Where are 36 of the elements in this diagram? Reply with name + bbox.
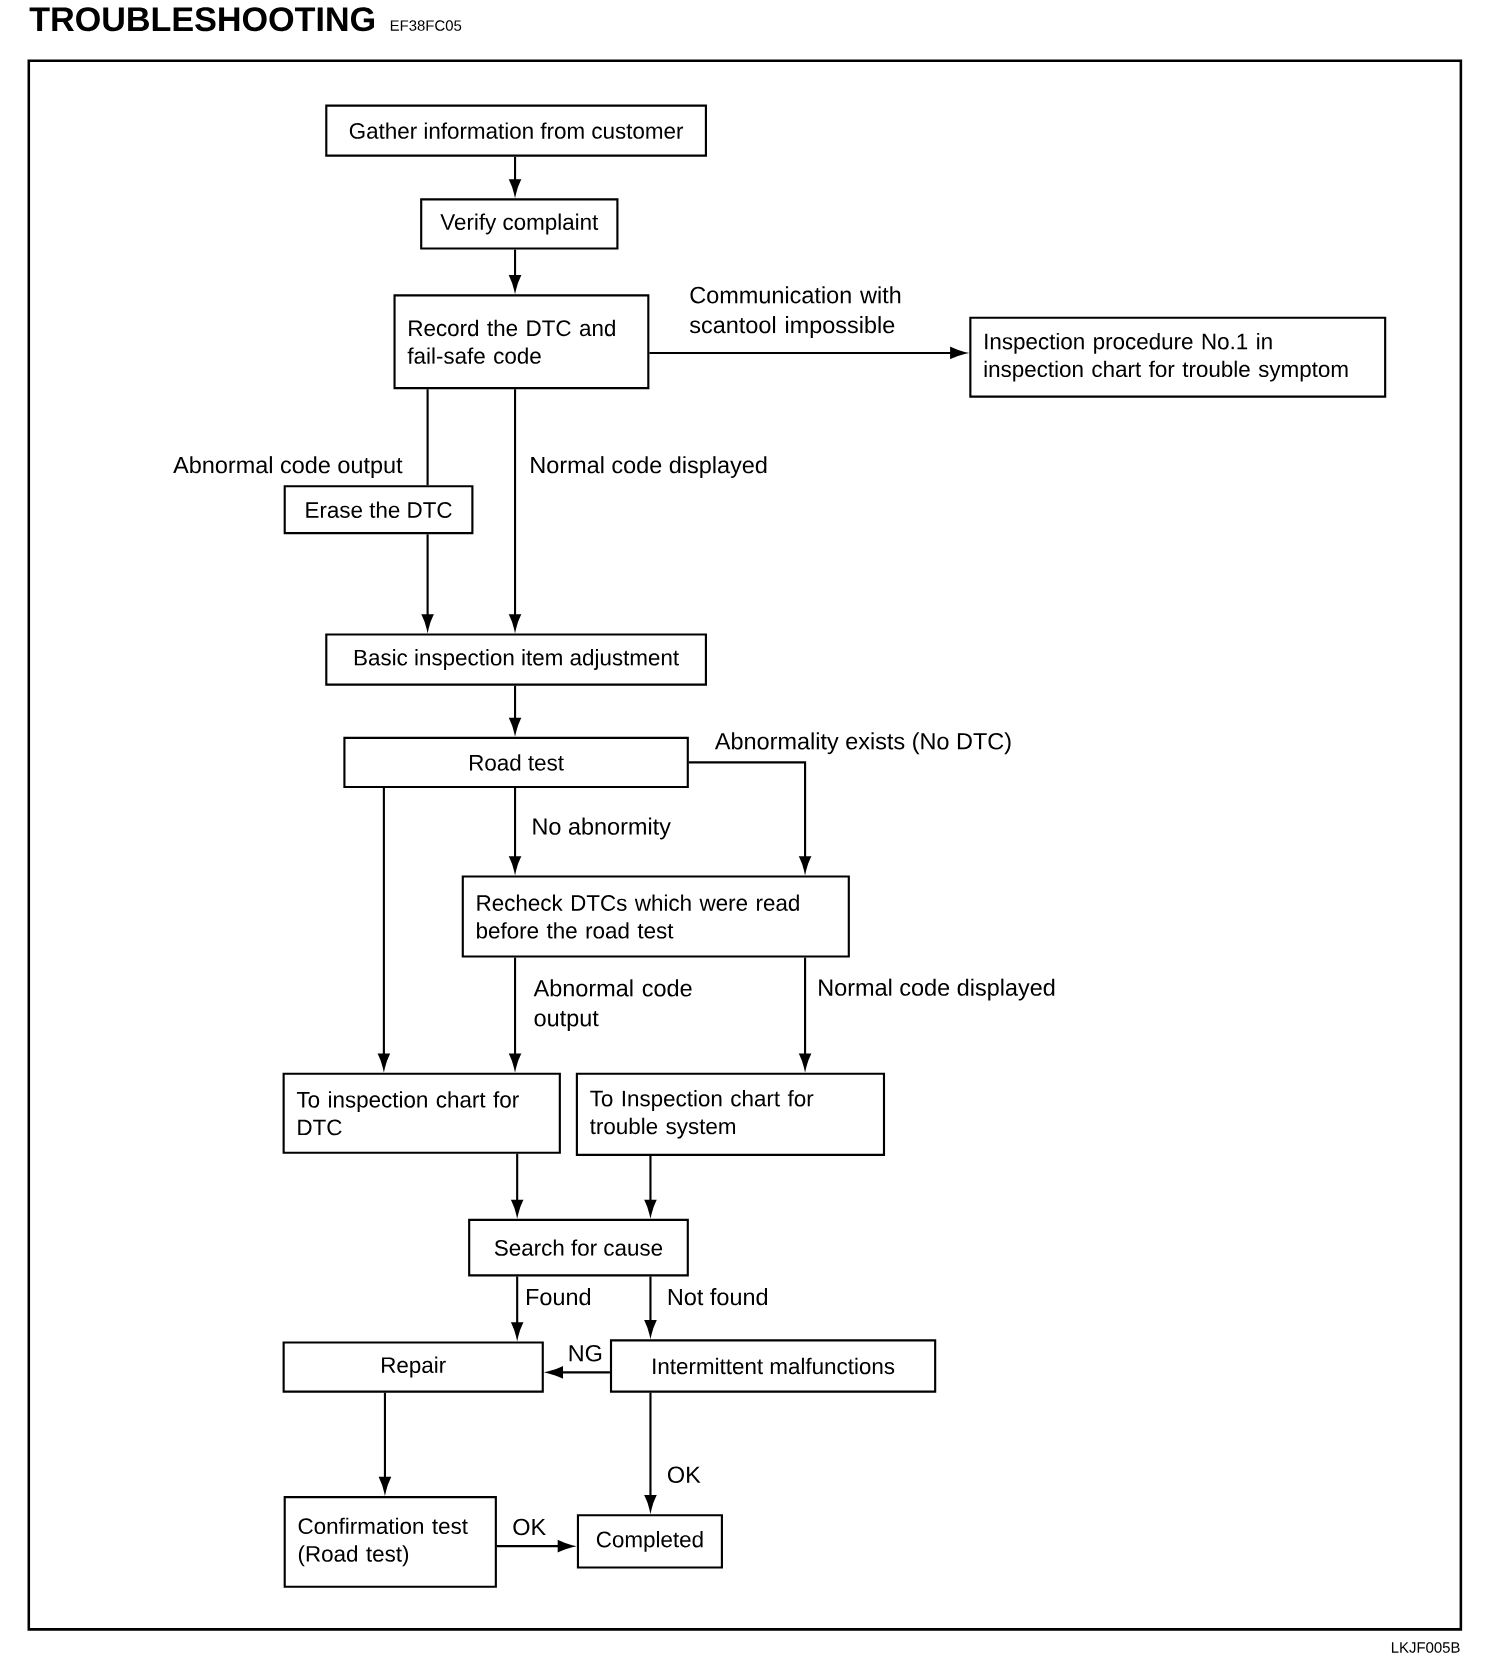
process-box: Intermittent malfunctions — [610, 1339, 937, 1393]
edge-label: Abnormal code output — [533, 979, 692, 1032]
edge-label: Abnormality exists (No DTC) — [715, 732, 1011, 755]
process-box: Road test — [343, 736, 690, 789]
figure-code: LKJF005B — [1392, 1642, 1460, 1653]
process-box: Basic inspection item adjustment — [325, 633, 708, 686]
arrow — [509, 249, 521, 291]
edge-label: Normal code displayed — [819, 978, 1055, 1001]
title: TROUBLESHOOTING — [29, 7, 375, 32]
process-box: Recheck DTCs which were read before the road test — [461, 875, 851, 958]
process-box: Completed — [577, 1514, 724, 1569]
process-box: Inspection procedure No.1 in inspection chart for trouble symptom — [969, 316, 1387, 398]
process-box: To Inspection chart for trouble system — [576, 1072, 886, 1156]
arrow — [497, 1540, 574, 1552]
process-box: Repair — [282, 1341, 545, 1393]
edge-label: OK — [513, 1518, 547, 1536]
process-box: Confirmation test (Road test) — [283, 1496, 498, 1588]
edge-label: Communication with scantool impossible — [690, 286, 901, 338]
arrow — [379, 1392, 391, 1493]
process-box: Erase the DTC — [283, 485, 474, 535]
arrow — [547, 1366, 611, 1379]
process-box: To inspection chart for DTC — [282, 1072, 562, 1154]
figure-code: EF38FC05 — [391, 20, 462, 31]
edge-label: Abnormal code output — [173, 456, 403, 478]
process-box: Record the DTC and fail-safe code — [393, 294, 650, 390]
arrow — [649, 347, 966, 359]
edge-label: OK — [668, 1466, 701, 1484]
process-box: Verify complaint — [420, 198, 619, 250]
arrow — [509, 156, 521, 195]
edge-label: Not found — [669, 1288, 768, 1306]
edge-label: No abnormity — [533, 817, 672, 840]
process-box: Gather information from customer — [325, 104, 708, 157]
edge-label: Normal code displayed — [531, 456, 767, 478]
edge-label: Found — [527, 1288, 591, 1306]
process-box: Search for cause — [468, 1218, 690, 1277]
edge-label: NG — [569, 1344, 602, 1362]
